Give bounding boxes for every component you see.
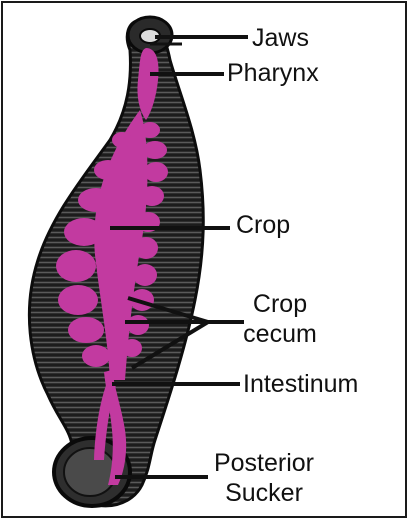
crop-label: Crop (236, 213, 290, 238)
crop-cecum-label-line1: Crop (240, 292, 320, 317)
intestinum-label: Intestinum (243, 372, 358, 397)
pharynx-label: Pharynx (227, 61, 319, 86)
posterior-sucker-label-line2: Sucker (202, 481, 326, 506)
posterior-sucker-inner (64, 448, 116, 496)
posterior-sucker-label-line1: Posterior (202, 451, 326, 476)
crop-cecum-label-line2: cecum (240, 322, 320, 347)
jaws-label: Jaws (252, 26, 309, 51)
